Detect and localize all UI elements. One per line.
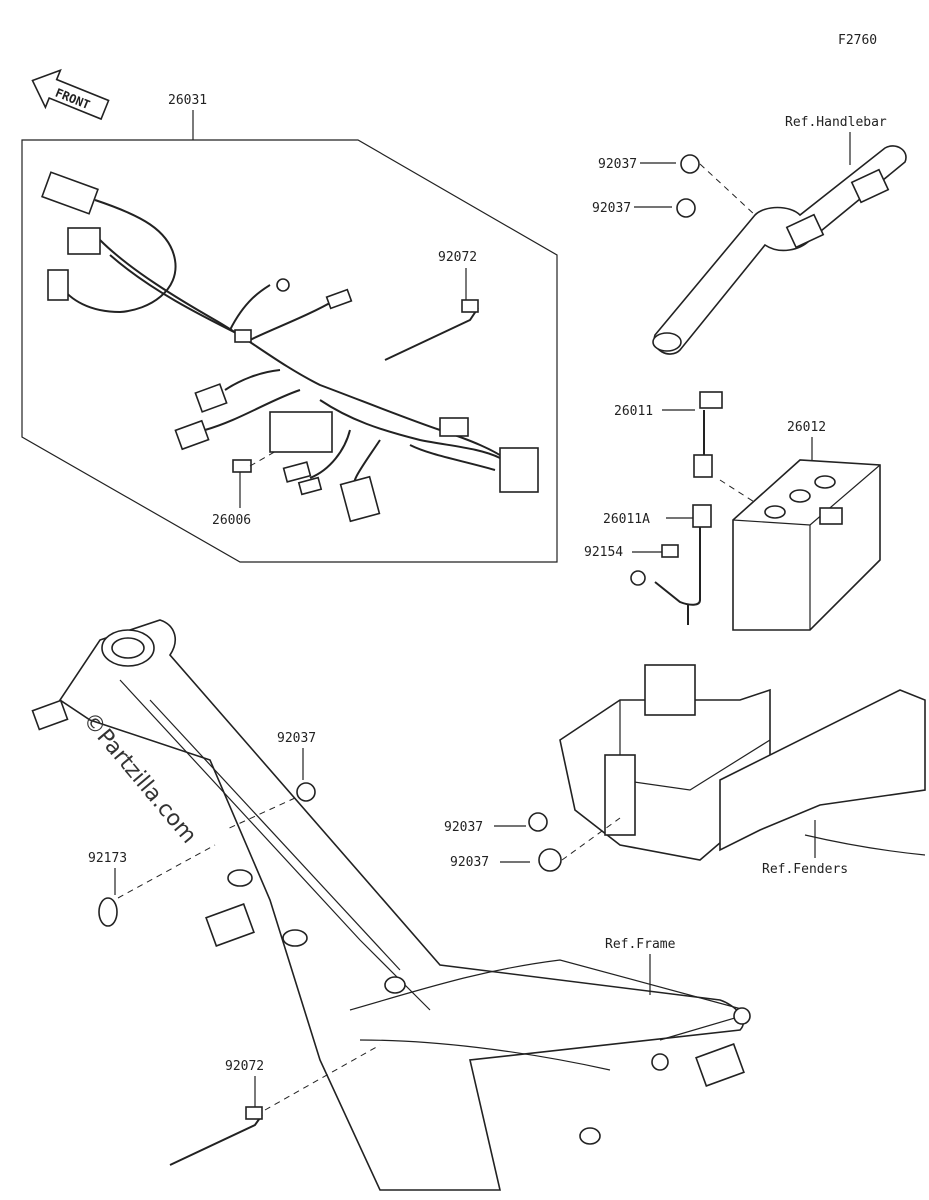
clamp-92037-b [676,198,696,218]
callout-26012: 26012 [787,420,826,435]
main-wiring-harness [41,171,539,523]
cable-tie-top [384,299,479,361]
callout-92154: 92154 [584,545,623,560]
callout-26006: 26006 [212,513,251,528]
handlebar [652,145,907,355]
callout-92072-bottom: 92072 [225,1059,264,1074]
callout-26011a: 26011A [603,512,650,527]
callout-92037-b: 92037 [592,201,631,216]
battery-lead-negative [654,504,712,625]
clamp-92037-c [528,812,548,832]
cable-tie-bottom [169,1106,263,1166]
callout-26011: 26011 [614,404,653,419]
clamp-92037-e [98,897,118,927]
ref-fenders: Ref.Fenders [762,862,848,877]
ref-frame: Ref.Frame [605,937,676,952]
clamp-92173 [538,848,562,872]
callout-92072-top: 92072 [438,250,477,265]
callout-92037-c: 92037 [444,820,483,835]
clamp-92037-d [296,782,316,802]
ref-handlebar: Ref.Handlebar [785,115,887,130]
figure-code: F2760 [838,33,877,48]
front-arrow-icon: FRONT [31,68,110,121]
callout-26031: 26031 [168,93,207,108]
callout-92037-a: 92037 [598,157,637,172]
battery [732,459,881,631]
clamp-92037-a [680,154,700,174]
callout-92037-e: 92173 [88,851,127,866]
callout-92037-d: 92037 [277,731,316,746]
callout-92173: 92037 [450,855,489,870]
battery-lead-positive [693,391,723,478]
battery-tray [559,664,771,861]
harness-kit-outline [21,139,558,563]
motorcycle-frame [31,619,751,1191]
bolt-92154 [661,544,679,558]
